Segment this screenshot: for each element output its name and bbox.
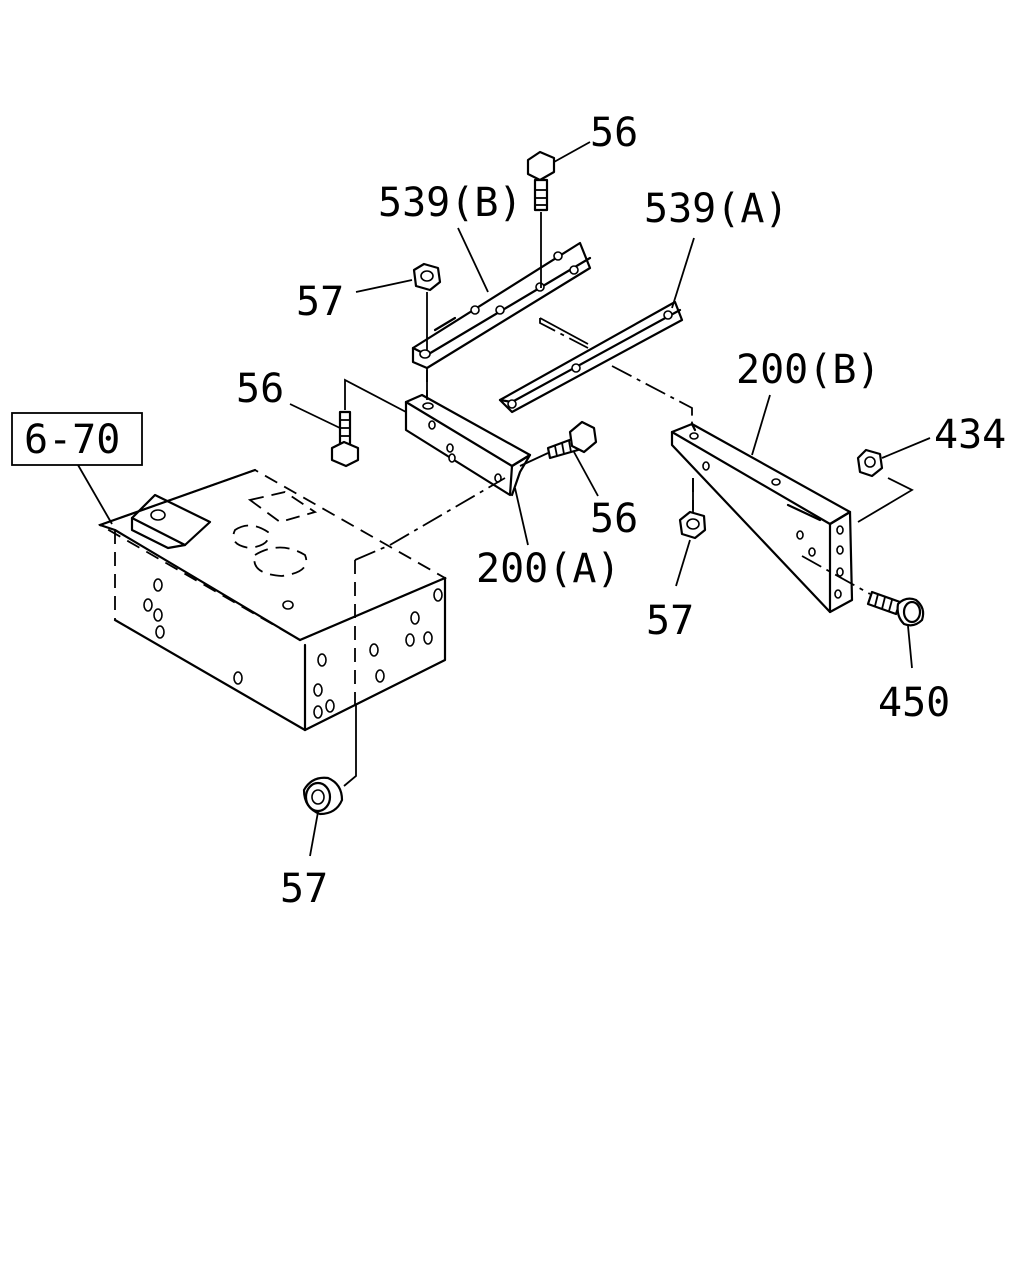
nut-57-middle[interactable]: [678, 478, 707, 540]
label-56-left: 56: [236, 366, 284, 412]
bracket-539a[interactable]: [498, 300, 684, 414]
label-57-bottom: 57: [280, 866, 328, 912]
bolt-450[interactable]: [866, 590, 925, 627]
bracket-539b[interactable]: [411, 241, 592, 370]
bracket-200a[interactable]: [404, 370, 532, 497]
label-6-70: 6-70: [24, 417, 120, 463]
bracket-200b[interactable]: [670, 422, 854, 614]
label-200a: 200(A): [476, 546, 621, 592]
label-200b: 200(B): [736, 347, 881, 393]
label-434: 434: [934, 412, 1006, 458]
reference-box-6-70[interactable]: 6-70: [11, 412, 143, 525]
label-56-middle: 56: [590, 496, 638, 542]
component-box: [97, 468, 448, 732]
bolt-56-middle[interactable]: [519, 420, 598, 467]
assembly-lines: [354, 317, 871, 595]
label-450: 450: [878, 680, 950, 726]
label-539a: 539(A): [644, 186, 789, 232]
nut-434[interactable]: [856, 448, 914, 523]
label-57-upper: 57: [296, 279, 344, 325]
nut-57-bottom[interactable]: [302, 705, 357, 816]
label-56-top: 56: [590, 110, 638, 156]
bolt-56-left[interactable]: [330, 378, 407, 468]
label-539b: 539(B): [378, 180, 523, 226]
label-57-middle: 57: [646, 598, 694, 644]
bolt-56-top[interactable]: [526, 150, 556, 288]
nut-57-upper[interactable]: [412, 262, 442, 350]
